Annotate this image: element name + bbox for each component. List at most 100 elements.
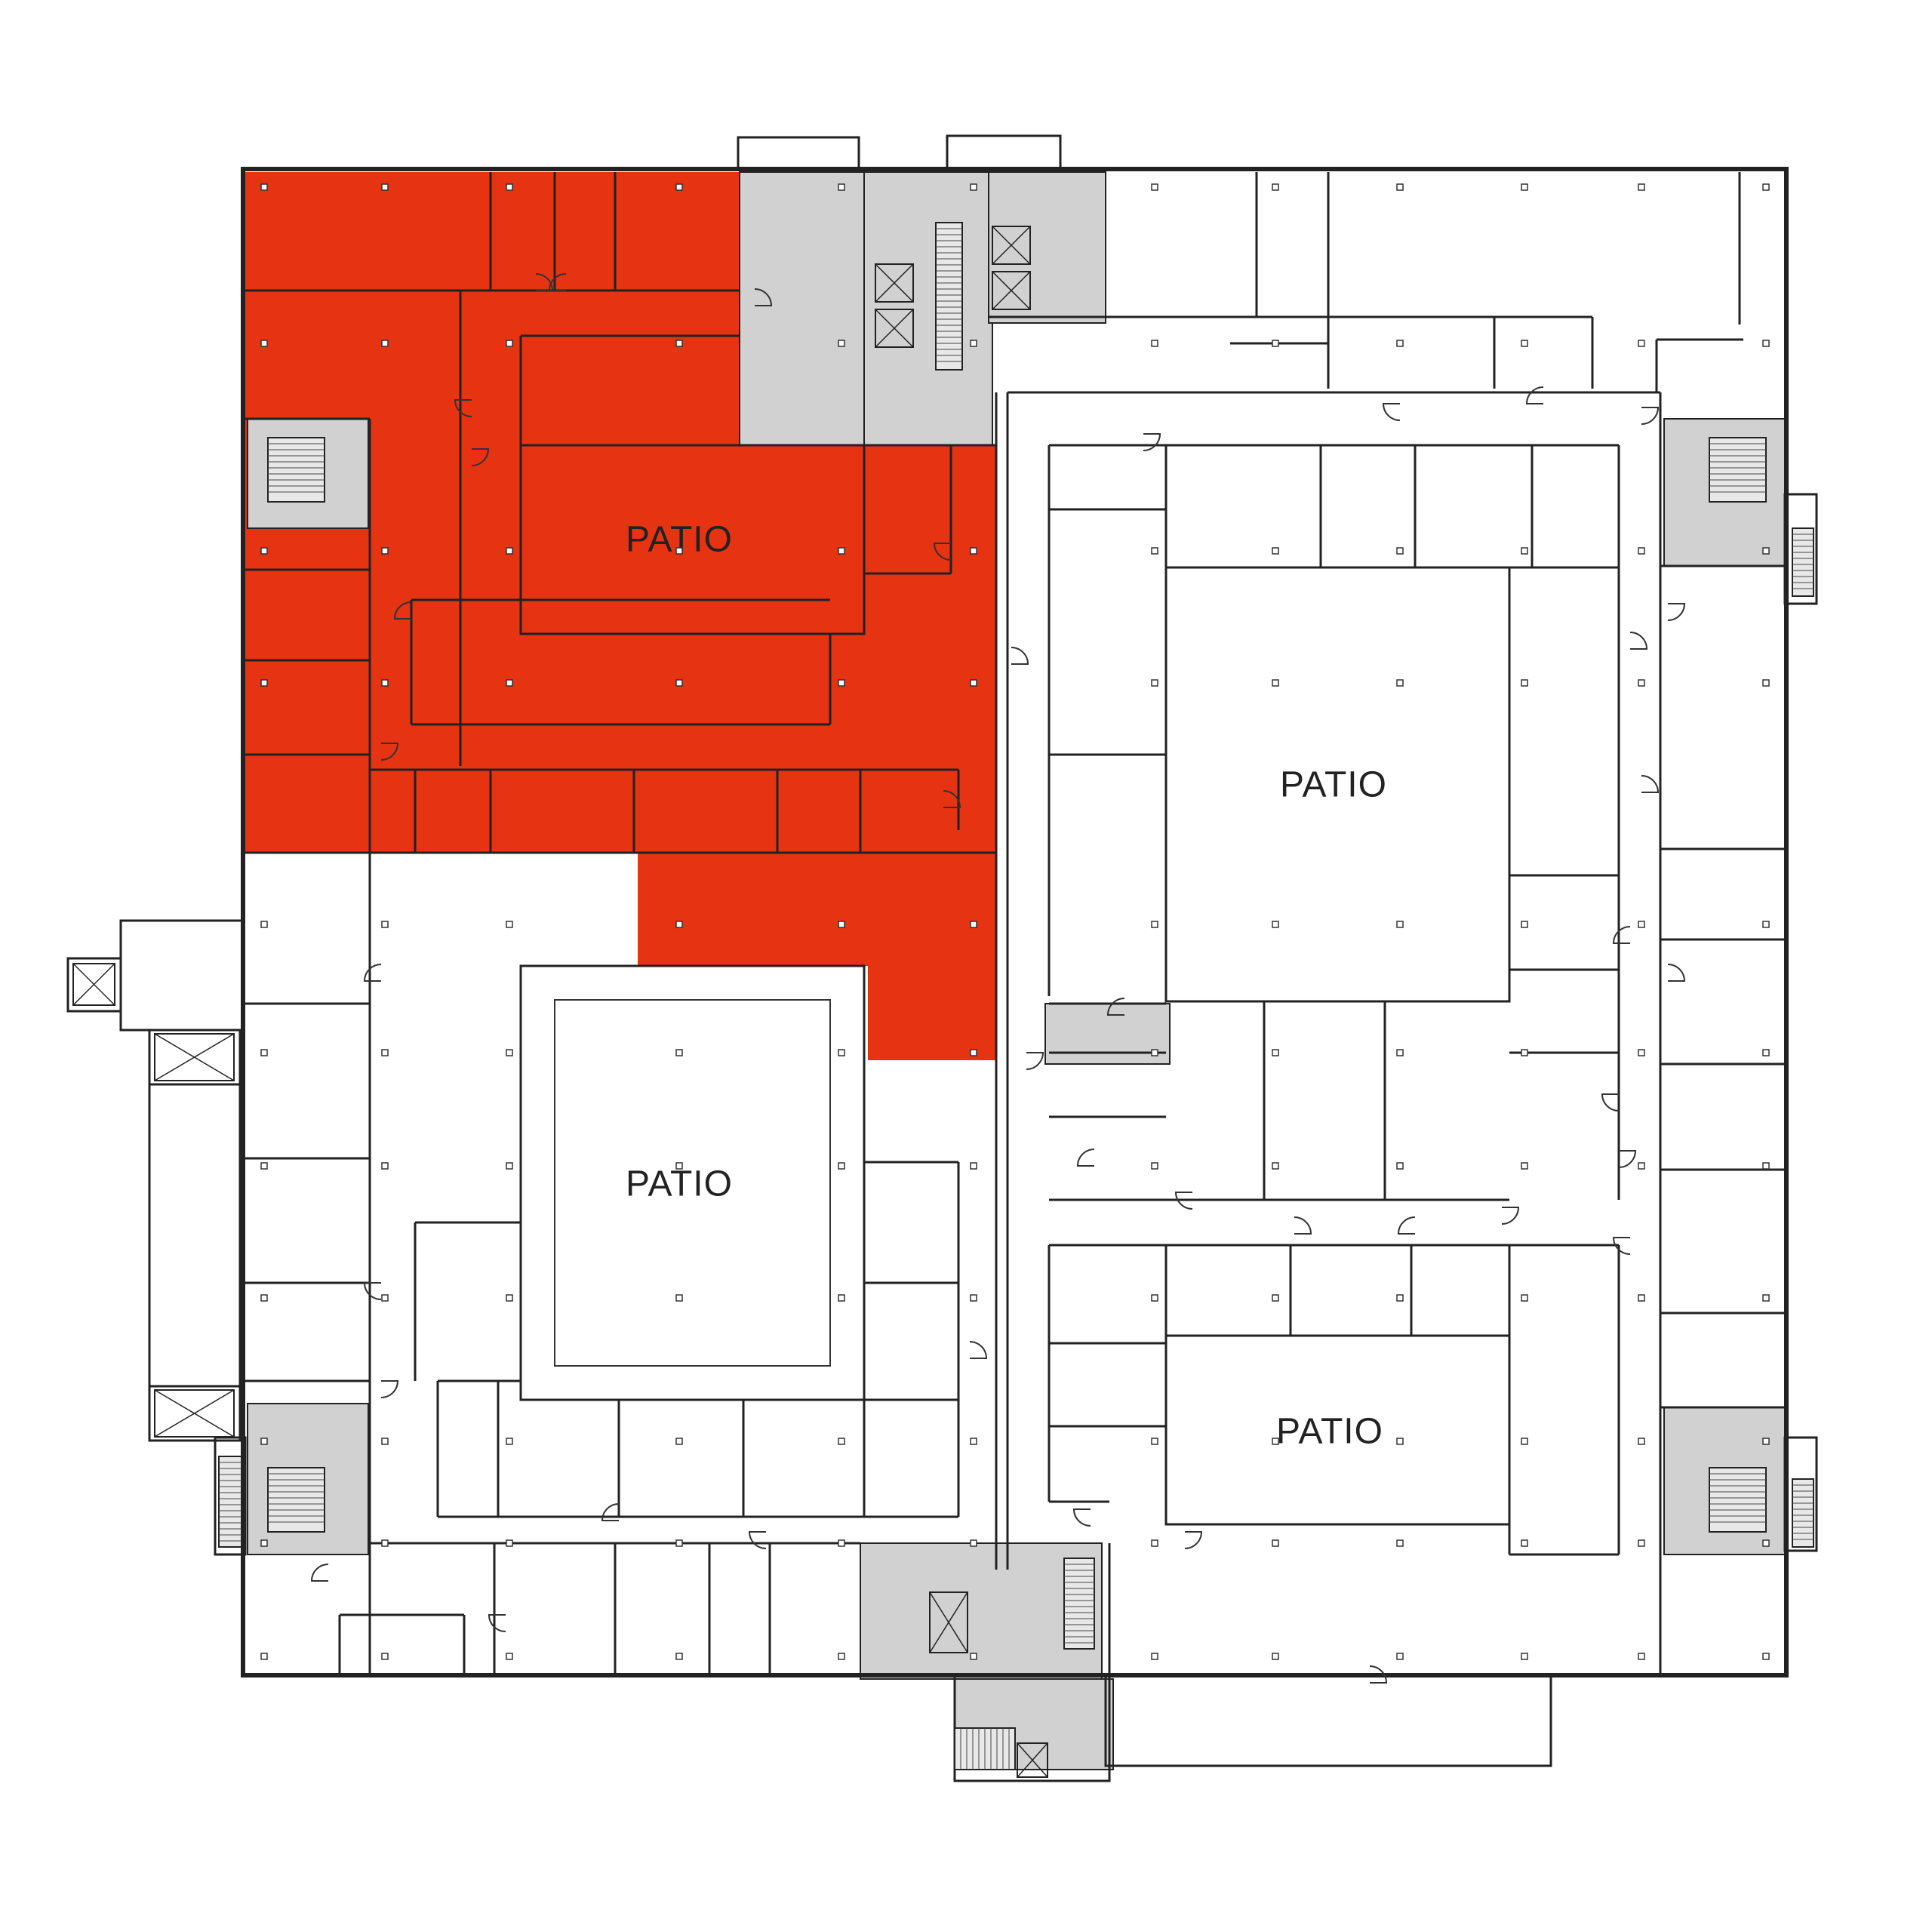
elevator-shaft <box>154 1033 235 1081</box>
column-marker <box>506 340 513 347</box>
column-marker <box>838 547 845 555</box>
column-marker <box>506 921 513 928</box>
column-marker <box>1638 921 1645 928</box>
column-marker <box>381 183 389 191</box>
column-marker <box>1272 1162 1279 1170</box>
service-core-north-3 <box>988 171 1106 324</box>
door-swing <box>488 1614 506 1632</box>
door-swing <box>548 273 567 291</box>
column-marker <box>1272 1049 1279 1056</box>
column-marker <box>1762 1438 1770 1445</box>
door-swing <box>1294 1216 1312 1235</box>
elevator-cross <box>154 1033 235 1081</box>
column-marker <box>970 1653 977 1660</box>
column-marker <box>970 547 977 555</box>
column-marker <box>675 183 683 191</box>
column-marker <box>1396 547 1404 555</box>
column-marker <box>1272 921 1279 928</box>
column-marker <box>675 921 683 928</box>
door-swing <box>363 1282 382 1300</box>
door-swing <box>1369 1665 1388 1684</box>
column-marker <box>838 340 845 347</box>
column-marker <box>675 1294 683 1302</box>
highlighted-zone <box>245 172 996 1060</box>
column-marker <box>1638 340 1645 347</box>
column-marker <box>381 1539 389 1547</box>
elevator-shaft <box>1017 1742 1048 1778</box>
column-marker <box>1762 547 1770 555</box>
column-marker <box>1151 921 1158 928</box>
column-marker <box>675 1539 683 1547</box>
door-swing <box>1525 386 1544 404</box>
column-marker <box>1396 1539 1404 1547</box>
column-marker <box>1396 679 1404 687</box>
column-marker <box>506 1162 513 1170</box>
column-marker <box>675 1653 683 1660</box>
column-marker <box>506 547 513 555</box>
column-marker <box>1638 679 1645 687</box>
column-marker <box>1396 1162 1404 1170</box>
highlighted-area-main <box>245 172 996 1060</box>
column-marker <box>1396 1653 1404 1660</box>
column-marker <box>838 1438 845 1445</box>
column-marker <box>381 547 389 555</box>
column-marker <box>1638 1049 1645 1056</box>
column-marker <box>675 1049 683 1056</box>
column-marker <box>260 1294 268 1302</box>
door-swing <box>1076 1149 1095 1167</box>
stair-block <box>935 222 963 371</box>
column-marker <box>1151 1162 1158 1170</box>
door-swing <box>1072 1508 1091 1527</box>
column-marker <box>1396 340 1404 347</box>
column-marker <box>970 1049 977 1056</box>
column-marker <box>970 1294 977 1302</box>
door-swing <box>1382 403 1401 421</box>
stair-block <box>1063 1558 1095 1650</box>
west-annex-box <box>66 957 122 1013</box>
door-swing <box>1011 647 1029 665</box>
column-marker <box>1151 1438 1158 1445</box>
column-marker <box>1151 183 1158 191</box>
column-marker <box>260 1162 268 1170</box>
column-marker <box>1396 1438 1404 1445</box>
elevator-cross <box>992 226 1031 265</box>
column-marker <box>675 1162 683 1170</box>
door-swing <box>1641 407 1660 425</box>
column-marker <box>1762 679 1770 687</box>
door-swing <box>363 964 382 982</box>
door-swing <box>1601 1093 1620 1112</box>
column-marker <box>1521 547 1528 555</box>
column-marker <box>970 679 977 687</box>
column-marker <box>1762 921 1770 928</box>
door-swing <box>1026 1052 1044 1070</box>
door-swing <box>1629 632 1648 650</box>
service-core-north <box>739 171 865 446</box>
column-marker <box>1521 183 1528 191</box>
column-marker <box>1272 1653 1279 1660</box>
column-marker <box>260 1438 268 1445</box>
door-swing <box>1612 926 1631 944</box>
column-marker <box>970 183 977 191</box>
door-swing <box>1501 1207 1520 1225</box>
door-swing <box>1667 964 1686 982</box>
elevator-cross <box>72 963 115 1006</box>
stair-block <box>218 1456 242 1548</box>
column-marker <box>381 1438 389 1445</box>
west-annex <box>119 919 245 1032</box>
column-marker <box>675 679 683 687</box>
column-marker <box>260 1049 268 1056</box>
elevator-shaft <box>154 1389 235 1438</box>
east-stair-outside-bottom <box>1783 1436 1818 1552</box>
column-marker <box>1151 340 1158 347</box>
column-marker <box>381 1162 389 1170</box>
stair-block <box>1792 527 1814 597</box>
column-marker <box>970 1438 977 1445</box>
column-marker <box>381 1294 389 1302</box>
door-swing <box>943 790 961 808</box>
door-swing <box>471 448 490 466</box>
door-swing <box>1612 1237 1631 1255</box>
door-swing <box>454 399 472 417</box>
stair-block <box>1792 1478 1814 1548</box>
door-swing <box>1618 1150 1637 1168</box>
column-marker <box>1151 1539 1158 1547</box>
